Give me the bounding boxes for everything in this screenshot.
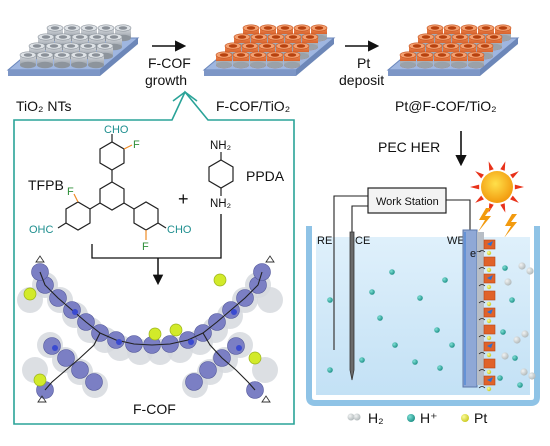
reaction-bracket (91, 214, 222, 259)
h-plus-ion (359, 357, 365, 363)
ppda-molecule (208, 152, 234, 196)
legend-h2: H₂ (368, 410, 384, 426)
tfpb-molecule (57, 134, 167, 240)
fcof-structure (17, 255, 283, 403)
h-plus-ion (509, 297, 515, 303)
nanotube (433, 51, 451, 69)
fcof-tio2-array (202, 24, 336, 76)
stage-label-fcof-tio2: F-COF/TiO₂ (216, 98, 290, 114)
ppda-label: PPDA (246, 168, 285, 184)
h-plus-ion (434, 327, 440, 333)
deposit-label-1: Pt (357, 55, 370, 71)
ppda-nh2-bottom: NH₂ (210, 198, 231, 210)
beaker (306, 226, 540, 406)
sun-icon (470, 161, 524, 213)
fcof-detail-callout (13, 90, 295, 425)
nanotube (467, 51, 485, 69)
working-electrode (462, 229, 496, 392)
nanotube (87, 51, 105, 69)
h-plus-ion (500, 329, 506, 335)
h-plus-ion (517, 382, 523, 388)
nanotube (416, 51, 434, 69)
tio2-nanotube-array (6, 24, 140, 76)
h-plus-ion (369, 289, 375, 295)
ce-label: CE (355, 235, 370, 247)
tfpb-f-right: F (142, 241, 149, 253)
light-bolt-icon (478, 208, 491, 232)
legend-hplus-swatch (407, 414, 415, 422)
legend-pt-swatch (461, 414, 469, 422)
legend: H₂ H⁺ Pt (347, 410, 487, 426)
nanotube (232, 51, 250, 69)
h-plus-ion (502, 265, 508, 271)
growth-label-1: F-COF (148, 55, 191, 71)
nanotube (19, 51, 37, 69)
h-plus-ion (417, 295, 423, 301)
nanotube (36, 51, 54, 69)
h2-bubble (528, 372, 536, 380)
h-plus-ion (497, 375, 503, 381)
electrolyte (316, 237, 530, 395)
nanotube (249, 51, 267, 69)
legend-pt: Pt (474, 410, 487, 426)
tfpb-cho-top: CHO (104, 124, 129, 136)
h2-bubble (526, 267, 534, 275)
nanotube (283, 51, 301, 69)
tfpb-label: TFPB (28, 177, 64, 193)
h-plus-ion (327, 367, 333, 373)
plus-sign: + (178, 189, 189, 209)
ce-wire (351, 205, 368, 232)
h2-bubble (521, 330, 529, 338)
we-label: WE (447, 235, 465, 247)
h-plus-ion (377, 315, 383, 321)
pt-fcof-tio2-array (386, 24, 520, 76)
nanotube (399, 51, 417, 69)
h-plus-ion (512, 355, 518, 361)
h-plus-ion (437, 365, 443, 371)
work-station-label: Work Station (376, 196, 439, 208)
h-plus-ion (392, 342, 398, 348)
nanotube (266, 51, 284, 69)
h-plus-ion (389, 269, 395, 275)
ppda-nh2-top: NH₂ (210, 140, 231, 152)
legend-hplus: H⁺ (420, 410, 438, 426)
fcof-label: F-COF (133, 401, 176, 417)
pec-her-label: PEC HER (378, 139, 440, 155)
nanotube (215, 51, 233, 69)
ions-and-gas (327, 262, 536, 388)
deposit-label-2: deposit (339, 72, 384, 88)
h2-bubble (501, 352, 509, 360)
nanotube (70, 51, 88, 69)
stage-label-tio2: TiO₂ NTs (16, 98, 71, 114)
stage-label-pt-fcof-tio2: Pt@F-COF/TiO₂ (395, 98, 497, 114)
re-wire (333, 195, 368, 232)
we-wire (446, 199, 471, 232)
growth-label-2: growth (145, 72, 187, 88)
h2-bubble (513, 336, 521, 344)
re-label: RE (317, 235, 332, 247)
tfpb-ohc-left: OHC (29, 224, 54, 236)
h-plus-ion (412, 359, 418, 365)
nanotube (450, 51, 468, 69)
counter-electrode (349, 231, 355, 381)
light-bolt-icon (504, 214, 517, 238)
tfpb-f-left: F (67, 186, 74, 198)
h-plus-ion (442, 277, 448, 283)
h2-bubble (518, 262, 526, 270)
h-plus-ion (327, 297, 333, 303)
nanotube (53, 51, 71, 69)
h2-bubble (504, 278, 512, 286)
tfpb-f-top: F (133, 139, 140, 151)
h-plus-ion (449, 342, 455, 348)
h2-bubble (520, 368, 528, 376)
tfpb-cho-right: CHO (167, 224, 192, 236)
electron-label: e⁻ (470, 248, 482, 260)
